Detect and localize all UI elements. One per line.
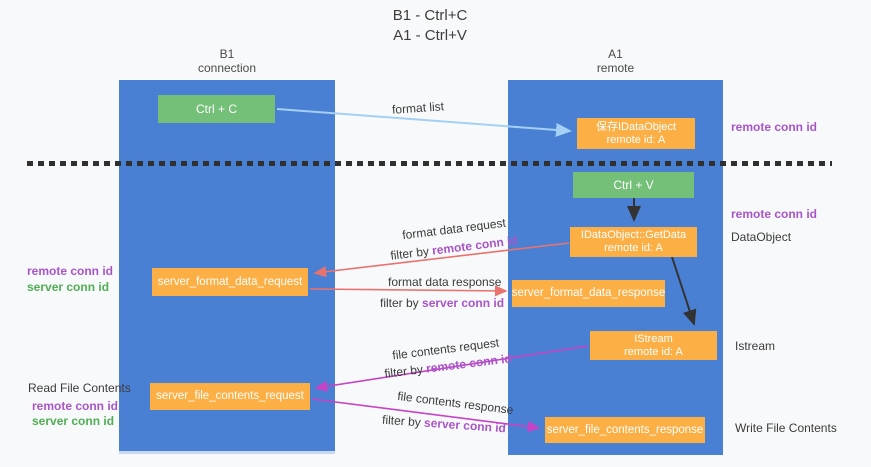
- left-column-role: connection: [197, 61, 257, 75]
- save-dataobject-node: 保存IDataObject remote id: A: [577, 118, 695, 149]
- arrow-getdata-to-istream: [671, 256, 697, 326]
- filter-by-server-conn-id-label-1: filter by server conn id: [380, 296, 504, 310]
- save-dataobject-line1: 保存IDataObject: [595, 120, 677, 133]
- diagram-title: B1 - Ctrl+C A1 - Ctrl+V: [330, 6, 530, 46]
- arrow-format-data-request: [313, 242, 570, 278]
- title-line-1: B1 - Ctrl+C: [392, 7, 468, 24]
- getdata-node: IDataObject::GetData remote id: A: [570, 227, 697, 257]
- format-data-response-label: format data response: [388, 275, 502, 289]
- write-file-contents-label: Write File Contents: [735, 421, 837, 435]
- left-column-header: B1 connection: [119, 47, 335, 75]
- dataobject-label: DataObject: [731, 230, 792, 244]
- ctrl-v-label: Ctrl + V: [613, 178, 654, 192]
- server-conn-id-text: server conn id: [422, 296, 505, 310]
- dashed-separator: [27, 161, 832, 166]
- getdata-line1: IDataObject::GetData: [580, 229, 687, 241]
- left-server-conn-id-2: server conn id: [32, 414, 115, 428]
- arrow-format-list: [276, 108, 572, 137]
- server-format-data-response-node: server_format_data_response: [512, 280, 665, 307]
- istream-side-label: Istream: [735, 339, 776, 353]
- server-file-contents-request-label: server_file_contents_request: [156, 390, 304, 402]
- right-column-header: A1 remote: [508, 47, 723, 75]
- ctrl-c-node: Ctrl + C: [158, 95, 275, 123]
- left-server-conn-id: server conn id: [27, 280, 110, 294]
- right-remote-conn-id-mid: remote conn id: [731, 207, 818, 221]
- getdata-line2: remote id: A: [604, 242, 663, 254]
- ctrl-c-label: Ctrl + C: [195, 102, 237, 116]
- istream-node: IStream remote id: A: [590, 331, 717, 360]
- server-file-contents-request-node: server_file_contents_request: [150, 383, 310, 410]
- left-remote-conn-id: remote conn id: [27, 264, 114, 278]
- istream-line2: remote id: A: [624, 345, 683, 358]
- filter-by-text: filter by: [381, 412, 425, 430]
- left-remote-conn-id-2: remote conn id: [32, 399, 119, 413]
- server-format-data-response-label: server_format_data_response: [511, 287, 666, 299]
- arrow-file-contents-response: [311, 398, 541, 433]
- title-line-2: A1 - Ctrl+V: [393, 27, 467, 44]
- right-remote-conn-id-top: remote conn id: [731, 120, 818, 134]
- read-file-contents-label: Read File Contents: [28, 381, 131, 395]
- arrow-format-data-response: [309, 285, 508, 297]
- server-file-contents-response-label: server_file_contents_response: [546, 423, 704, 436]
- server-format-data-request-node: server_format_data_request: [152, 268, 308, 296]
- istream-line1: IStream: [634, 332, 673, 345]
- filter-by-text: filter by: [380, 296, 423, 310]
- ctrl-v-node: Ctrl + V: [573, 172, 694, 198]
- left-column-name: B1: [219, 47, 235, 61]
- server-file-contents-response-node: server_file_contents_response: [545, 417, 705, 443]
- arrow-file-contents-request: [314, 345, 589, 392]
- server-format-data-request-label: server_format_data_request: [157, 275, 303, 288]
- save-dataobject-line2: remote id: A: [606, 133, 666, 146]
- right-column-name: A1: [608, 47, 623, 61]
- right-column-role: remote: [596, 61, 635, 75]
- left-lane-bottom-edge: [119, 451, 335, 454]
